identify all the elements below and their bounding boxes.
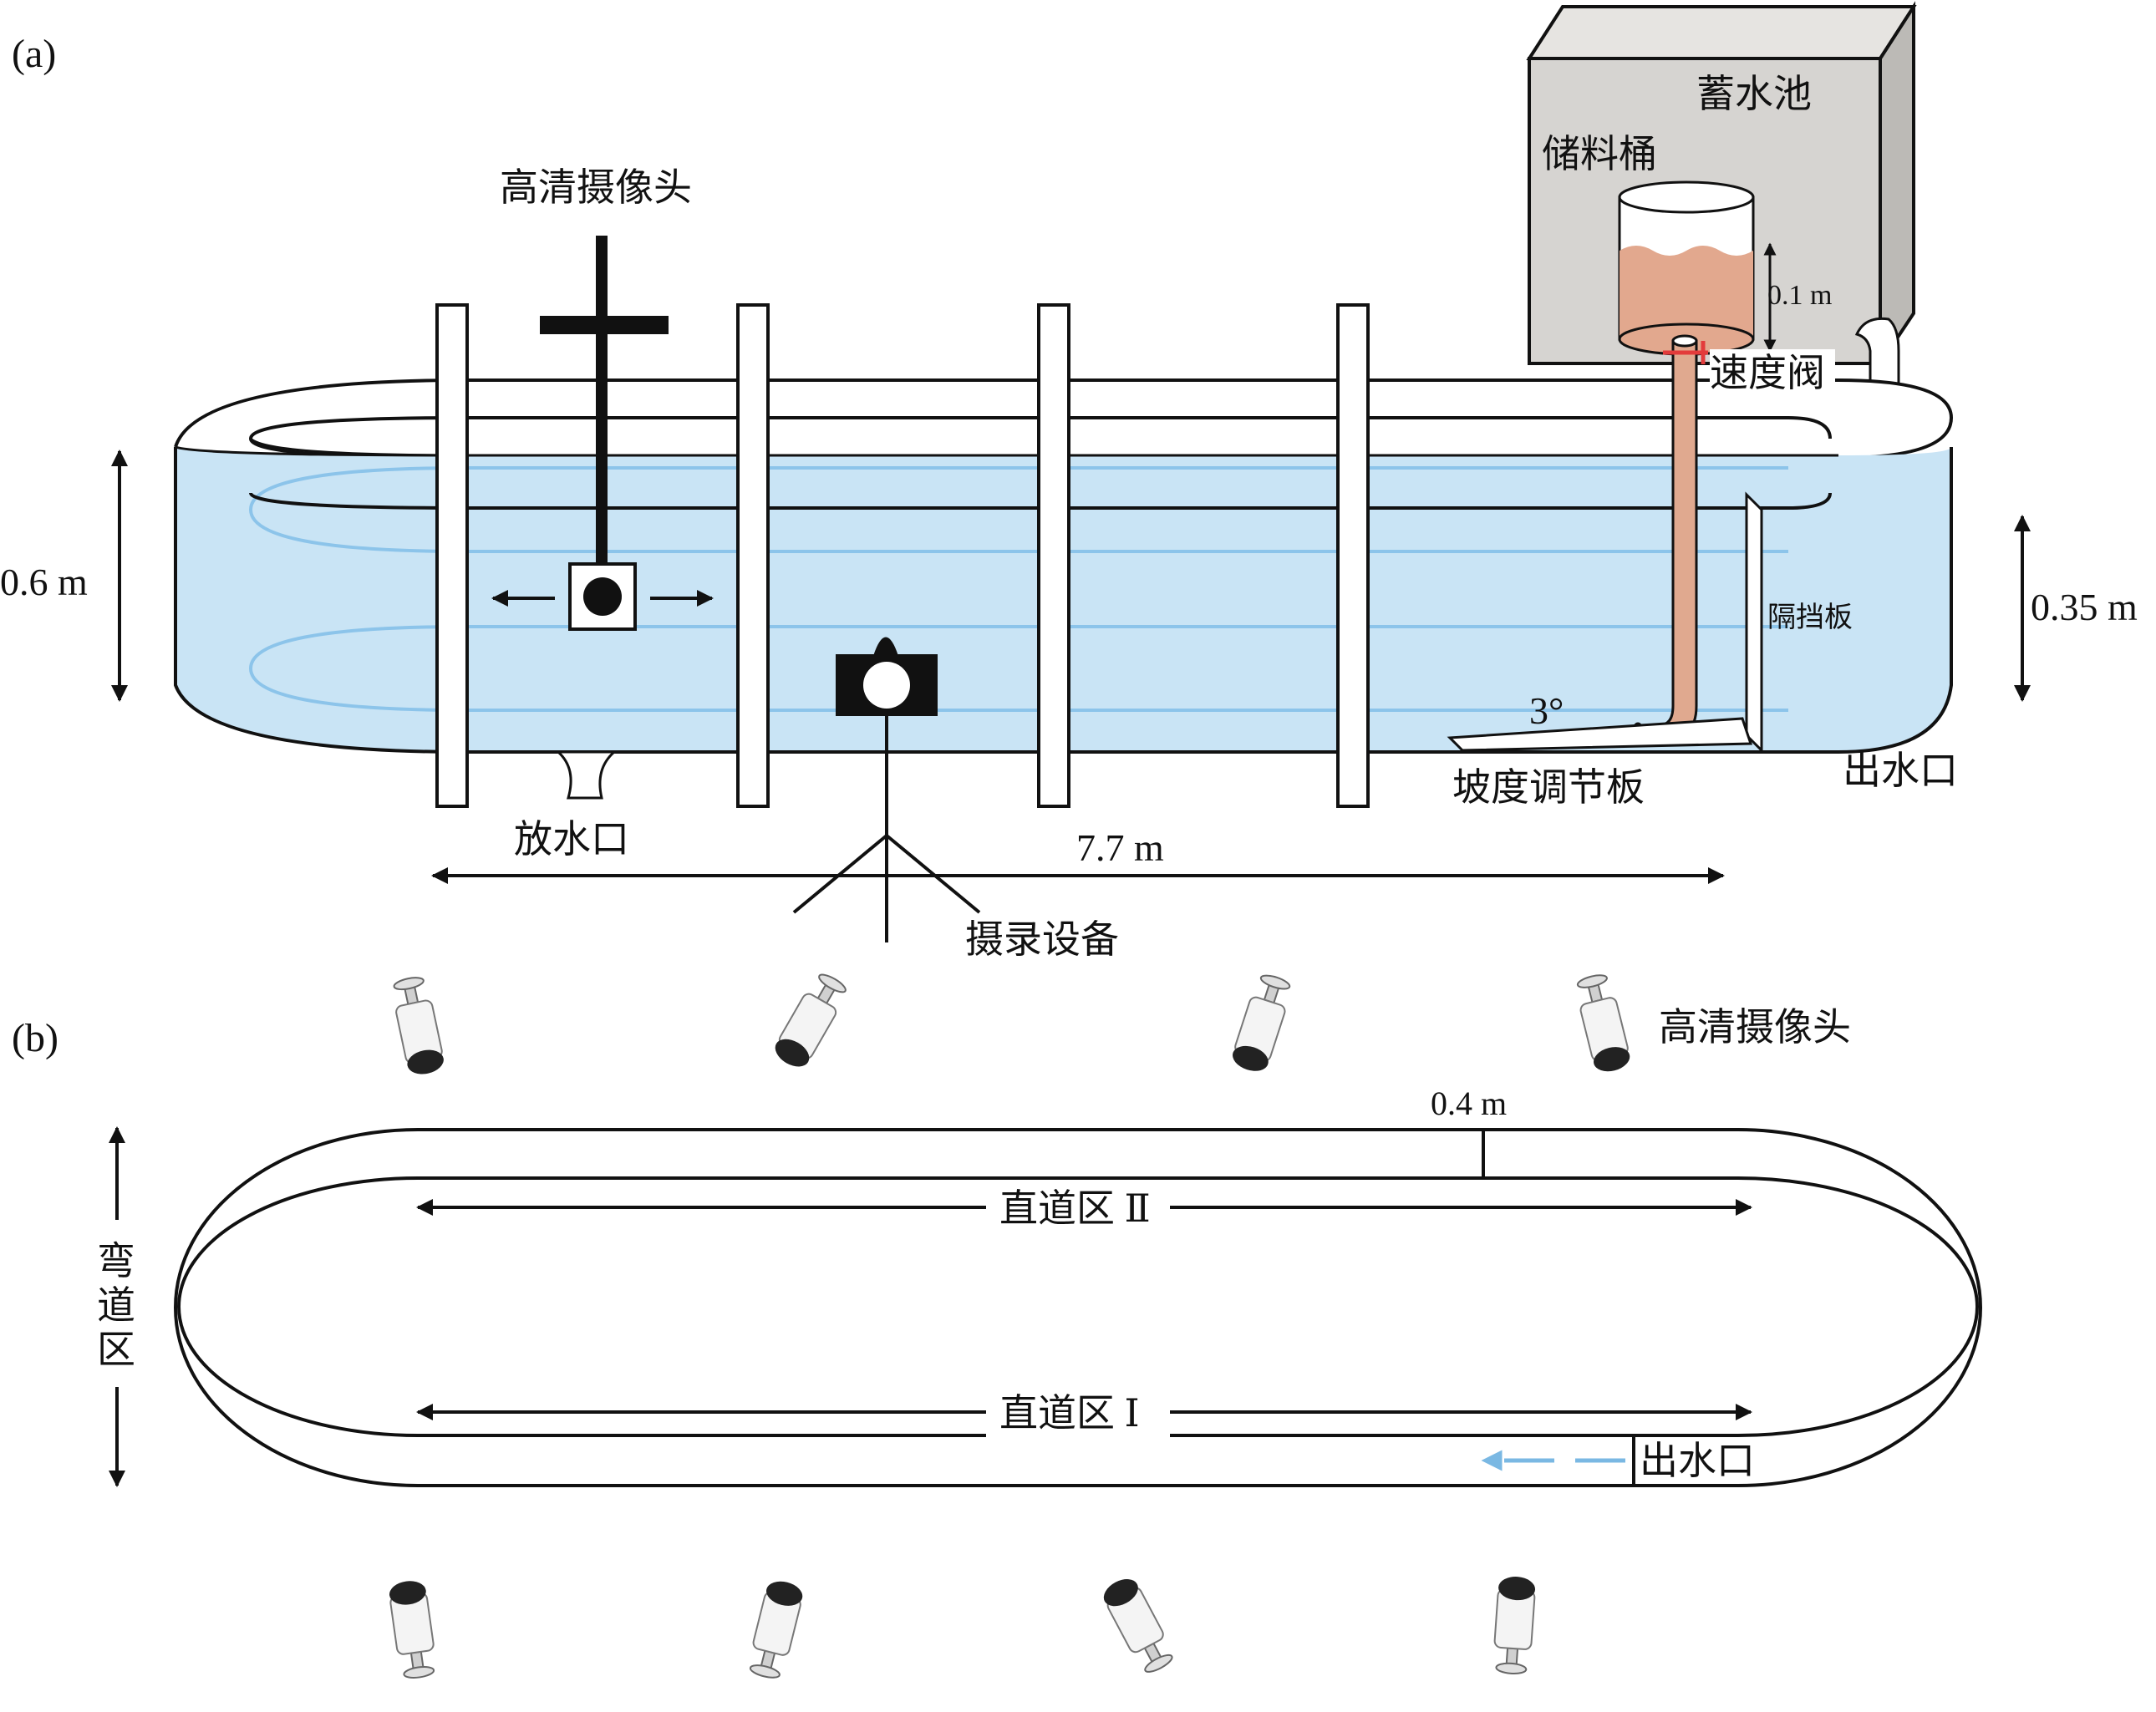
- baffle-board: [1745, 491, 1763, 754]
- bucket-label: 储料桶: [1542, 133, 1657, 175]
- support-post-2: [736, 303, 770, 808]
- bend-zone-label-3: 区: [97, 1328, 135, 1371]
- storage-bucket: [1618, 180, 1755, 356]
- channel-width-label: 0.4 m: [1431, 1085, 1507, 1122]
- racetrack-inner: [177, 1176, 1979, 1437]
- panel-b-tag: (b): [12, 1016, 58, 1060]
- cctv-camera-icon: [389, 1581, 435, 1679]
- outlet-label-b: 出水口: [1640, 1440, 1755, 1482]
- slope-board: [1447, 717, 1753, 752]
- cctv-camera-icon: [749, 1581, 803, 1679]
- tank-depth-label: 0.6 m: [0, 561, 88, 603]
- drain-label: 放水口: [514, 818, 629, 861]
- water-depth-label: 0.35 m: [2031, 586, 2138, 628]
- hd-camera-label: 高清摄像头: [500, 166, 692, 209]
- reservoir-label: 蓄水池: [1696, 73, 1812, 115]
- hd-camera-label-b: 高清摄像头: [1659, 1006, 1851, 1049]
- drain-outlet: [555, 750, 618, 800]
- support-post-1: [435, 303, 469, 808]
- support-post-3: [1037, 303, 1070, 808]
- recorder-icon: [792, 637, 981, 942]
- cctv-camera-icon: [393, 977, 444, 1074]
- speed-valve-label: 速度阀: [1710, 352, 1825, 394]
- support-post-4: [1336, 303, 1370, 808]
- straight-zone-1-label: 直道区 Ⅰ: [999, 1392, 1140, 1435]
- flume-length-label: 7.7 m: [1076, 826, 1164, 869]
- speed-valve: [1663, 341, 1708, 364]
- bend-zone-label-1: 弯: [97, 1240, 135, 1283]
- bucket-height-label: 0.1 m: [1767, 280, 1832, 311]
- slope-angle-label: 3°: [1529, 689, 1564, 732]
- slope-board-label: 坡度调节板: [1452, 766, 1645, 809]
- straight-zone-2-label: 直道区 Ⅱ: [999, 1187, 1151, 1230]
- cctv-camera-icon: [1233, 974, 1291, 1071]
- hd-camera-mount: [491, 236, 714, 631]
- cctv-camera-icon: [775, 973, 847, 1067]
- baffle-label: 隔挡板: [1767, 602, 1853, 633]
- panel-a-tag: (a): [12, 32, 56, 76]
- cctv-camera-icon: [1493, 1577, 1536, 1674]
- recorder-label: 摄录设备: [965, 918, 1119, 961]
- bend-zone-label-2: 道: [97, 1284, 135, 1327]
- outlet-label-a: 出水口: [1843, 749, 1958, 792]
- cctv-camera-icon: [1103, 1579, 1173, 1673]
- cctv-camera-icon: [1576, 974, 1630, 1072]
